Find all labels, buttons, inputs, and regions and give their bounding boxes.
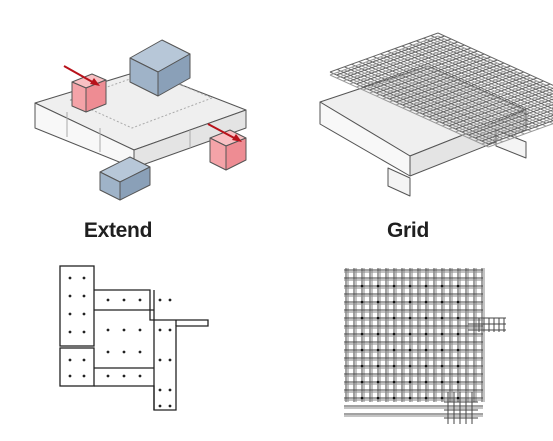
extend-floor-plan [50, 260, 220, 430]
caption-grid: Grid [387, 219, 429, 242]
grid-floor-plan [338, 262, 513, 432]
grid-lattice [329, 32, 553, 148]
caption-extend: Extend [83, 219, 153, 242]
grid-3d-diagram [300, 0, 553, 215]
extend-3d-diagram [0, 0, 276, 215]
extend-arrows [63, 65, 242, 142]
